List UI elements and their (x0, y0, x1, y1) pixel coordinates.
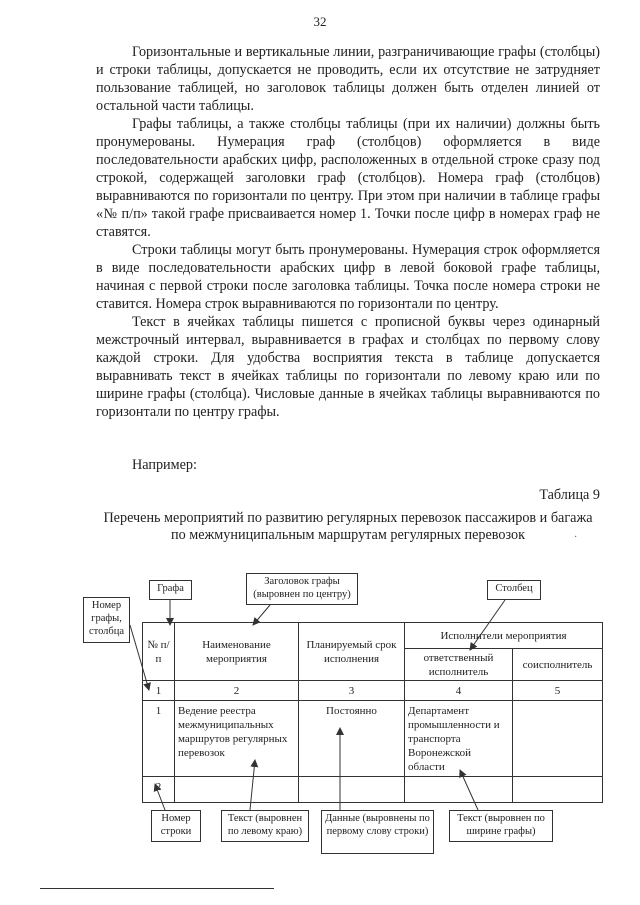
annotation-sub-column: Столбец (487, 580, 541, 600)
header-executors: Исполнители мероприятия (404, 622, 603, 649)
example-label: Например: (132, 457, 197, 473)
arrow-row-number (153, 783, 166, 811)
header-responsible: ответственный исполнитель (404, 648, 513, 681)
annotation-column-header: Заголовок графы (выровнен по центру) (246, 573, 358, 605)
arrow-column-header (252, 604, 271, 626)
header-num: № п/п (142, 622, 175, 681)
header-coexecutor: соисполнитель (512, 648, 603, 681)
annotation-column-number: Номер графы, столбца (83, 597, 130, 643)
arrow-text-width (459, 769, 479, 811)
row-name (174, 776, 299, 803)
paragraph: Текст в ячейках таблицы пишется с пропис… (96, 314, 600, 420)
annotation-text-left: Текст (выровнен по левому краю) (221, 810, 309, 842)
row-number: 1 (142, 700, 175, 777)
row-term: Постоянно (298, 700, 405, 777)
row-responsible (404, 776, 513, 803)
table-row: 1 Ведение реестра межмуниципальных маршр… (142, 700, 603, 777)
table-caption: Перечень мероприятий по развитию регуляр… (103, 510, 593, 543)
paragraph: Горизонтальные и вертикальные линии, раз… (96, 44, 600, 114)
arrow-column-number (129, 624, 151, 691)
numbering-row: 1 2 3 4 5 (142, 680, 603, 701)
example-table: № п/п Наименование мероприятия Планируем… (142, 622, 603, 803)
row-term (298, 776, 405, 803)
annotation-text-width: Текст (выровнен по ширине графы) (449, 810, 553, 842)
header-term: Планируемый срок исполнения (298, 622, 405, 681)
row-coexecutor (512, 776, 603, 803)
stray-mark: · (574, 532, 577, 543)
annotation-row-number: Номер строки (151, 810, 201, 842)
row-coexecutor (512, 700, 603, 777)
table-row: 2 (142, 776, 603, 803)
paragraph: Графы таблицы, а также столбцы таблицы (… (96, 116, 600, 240)
annotation-column: Графа (149, 580, 192, 600)
annotation-data-first-word: Данные (выровнены по первому слову строк… (321, 810, 434, 854)
paragraph: Строки таблицы могут быть пронумерованы.… (96, 242, 600, 312)
page-number: 32 (313, 14, 327, 29)
arrow-sub-column (469, 599, 506, 651)
table-number: Таблица 9 (539, 487, 600, 503)
body-text: Горизонтальные и вертикальные линии, раз… (96, 43, 600, 421)
footnote-rule (40, 888, 274, 889)
arrow-text-left (249, 759, 259, 811)
row-name: Ведение реестра межмуниципальных маршрут… (174, 700, 299, 777)
table-subheader-row: ответственный исполнитель соисполнитель (143, 648, 603, 681)
